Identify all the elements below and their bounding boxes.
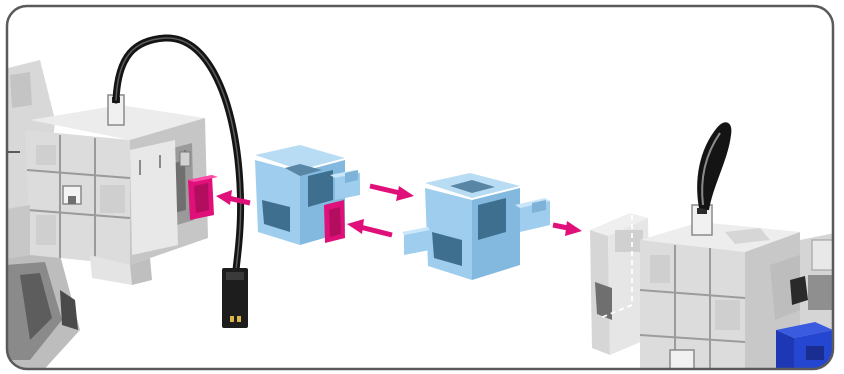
frame-border — [5, 4, 835, 371]
servo-connector — [222, 268, 248, 328]
blue-block-1 — [255, 145, 360, 245]
left-magenta-slot — [188, 175, 218, 220]
arrows — [216, 183, 582, 238]
right-robot-assembly — [590, 204, 833, 369]
arrow-first-to-second-upper — [369, 183, 414, 201]
left-robot-assembly — [7, 60, 218, 369]
right-cable — [697, 122, 732, 211]
arrow-into-right-block — [552, 221, 582, 236]
servo-cable — [112, 34, 248, 328]
blue-servo — [776, 322, 833, 369]
blue-block-2 — [402, 173, 550, 280]
arrow-second-to-first-lower — [347, 219, 393, 238]
arrow-into-left-block — [216, 190, 251, 206]
